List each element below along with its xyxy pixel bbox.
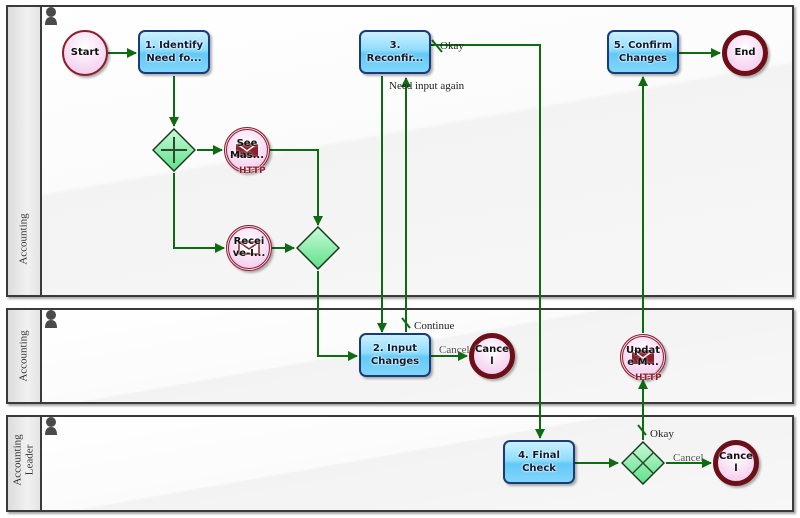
start-event[interactable]: Start — [62, 30, 108, 76]
receive-event[interactable]: Recei ve-I... — [226, 225, 272, 271]
task-label: 2. Input Changes — [370, 343, 420, 367]
flow-label-cancel: Cancel — [673, 452, 704, 464]
cancel-end-event[interactable]: Cance l — [713, 440, 759, 486]
envelope-icon — [236, 143, 258, 157]
event-label: Updat e M... — [626, 345, 660, 368]
see-master-event[interactable]: See Mas... HTTP — [224, 127, 270, 176]
flow-label-okay: Okay — [650, 428, 674, 440]
person-icon — [45, 7, 57, 25]
flow-parallel-to-receive — [173, 173, 225, 253]
parallel-gateway[interactable] — [152, 128, 196, 172]
x-icon — [632, 452, 654, 474]
task-confirm-changes[interactable]: 5. Confirm Changes — [607, 30, 679, 74]
cancel-end-event[interactable]: Cance l — [469, 333, 515, 379]
update-master-event[interactable]: Updat e M... HTTP — [620, 334, 666, 383]
join-gateway[interactable] — [296, 226, 340, 270]
lane-header: Accounting — [8, 310, 42, 402]
default-flow-slash — [431, 39, 443, 53]
event-label: Cance l — [475, 344, 509, 367]
flow-see-master-to-join — [270, 149, 323, 226]
task-final-check[interactable]: 4. Final Check — [503, 440, 575, 484]
lane-header: Accounting — [8, 7, 42, 295]
flow-label-need-input-again: Need input again — [389, 80, 465, 92]
default-flow-slash — [637, 424, 647, 436]
event-label: Recei ve-I... — [232, 236, 266, 259]
default-flow-slash — [401, 317, 411, 329]
event-label: See Mas... — [229, 138, 265, 161]
exclusive-gateway[interactable] — [621, 441, 665, 485]
person-icon — [45, 417, 57, 435]
event-label: Cance l — [719, 451, 753, 474]
flow-reconfirm-to-final-check — [431, 44, 545, 439]
flow-label-okay: Okay — [440, 40, 464, 52]
envelope-icon — [632, 350, 654, 364]
http-badge: HTTP — [239, 166, 266, 176]
task-label: 3. Reconfir... — [366, 40, 424, 64]
task-reconfirm[interactable]: 3. Reconfir... — [359, 30, 431, 74]
event-label: Start — [70, 47, 100, 58]
flow-label-cancel: Cancel — [439, 344, 470, 356]
lane-header: Accounting Leader — [8, 417, 42, 510]
task-identify-need[interactable]: 1. Identify Need fo... — [138, 30, 210, 74]
task-label: 1. Identify Need fo... — [144, 40, 204, 64]
task-label: 5. Confirm Changes — [613, 40, 673, 64]
task-label: 4. Final Check — [518, 450, 560, 474]
flow-label-continue: Continue — [414, 320, 455, 332]
person-icon — [45, 310, 57, 328]
http-badge: HTTP — [635, 373, 662, 383]
task-input-changes[interactable]: 2. Input Changes — [359, 333, 431, 377]
end-event[interactable]: End — [722, 30, 768, 76]
plus-icon — [161, 137, 187, 163]
event-label: End — [734, 47, 756, 58]
envelope-icon — [238, 241, 260, 255]
flow-join-to-input-changes — [317, 271, 358, 361]
